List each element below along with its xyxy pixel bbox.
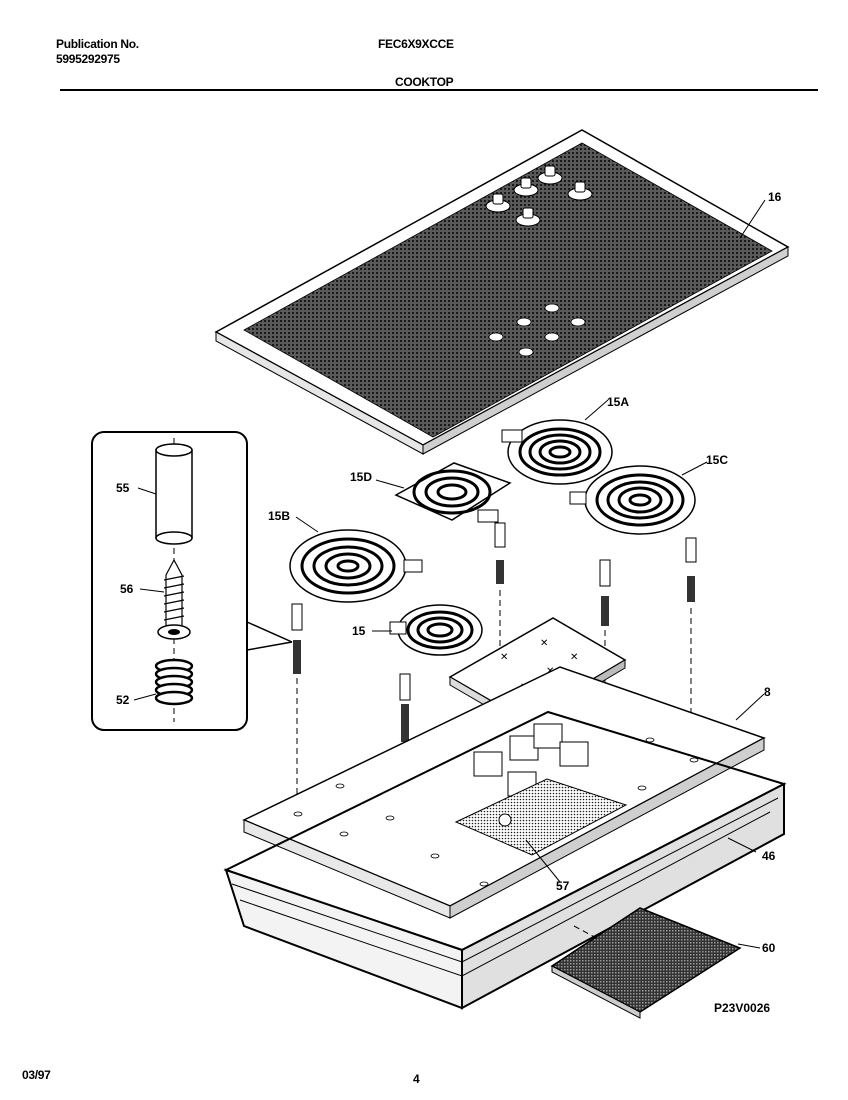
model-number: FEC6X9XCCE bbox=[378, 37, 454, 51]
bottom-cover bbox=[550, 907, 761, 1019]
svg-text:✕: ✕ bbox=[570, 652, 578, 663]
callout-56: 56 bbox=[120, 582, 134, 596]
callout-57: 57 bbox=[556, 879, 570, 893]
callout-60: 60 bbox=[762, 941, 776, 955]
fastener-detail-inset bbox=[91, 431, 293, 731]
callout-15c: 15C bbox=[706, 453, 728, 467]
callout-46: 46 bbox=[762, 849, 776, 863]
header-rule bbox=[60, 89, 818, 91]
figure-code: P23V0026 bbox=[714, 1001, 770, 1015]
burner-box bbox=[242, 666, 766, 919]
surface-element-15a bbox=[501, 399, 613, 485]
callout-55: 55 bbox=[116, 481, 130, 495]
surface-element-15d bbox=[375, 462, 512, 523]
infinite-switches bbox=[473, 723, 589, 797]
svg-text:✕: ✕ bbox=[540, 638, 548, 649]
surface-element-15b bbox=[289, 516, 423, 603]
callout-15b: 15B bbox=[268, 509, 290, 523]
callout-8: 8 bbox=[764, 685, 771, 699]
publication-label: Publication No. bbox=[56, 37, 139, 51]
section-title: COOKTOP bbox=[395, 75, 454, 89]
cooktop-frame bbox=[223, 710, 787, 1010]
footer-date: 03/97 bbox=[22, 1068, 51, 1082]
publication-number: 5995292975 bbox=[56, 52, 120, 66]
callout-15: 15 bbox=[352, 624, 366, 638]
callout-52: 52 bbox=[116, 693, 130, 707]
control-knobs bbox=[485, 165, 593, 227]
callout-15a: 15A bbox=[607, 395, 629, 409]
cooktop-glass-part bbox=[214, 129, 790, 455]
svg-text:✕: ✕ bbox=[500, 652, 508, 663]
callout-16: 16 bbox=[768, 190, 782, 204]
page-number: 4 bbox=[413, 1072, 420, 1086]
callout-15d: 15D bbox=[350, 470, 372, 484]
surface-element-15 bbox=[372, 604, 483, 656]
surface-element-15c bbox=[569, 461, 708, 535]
